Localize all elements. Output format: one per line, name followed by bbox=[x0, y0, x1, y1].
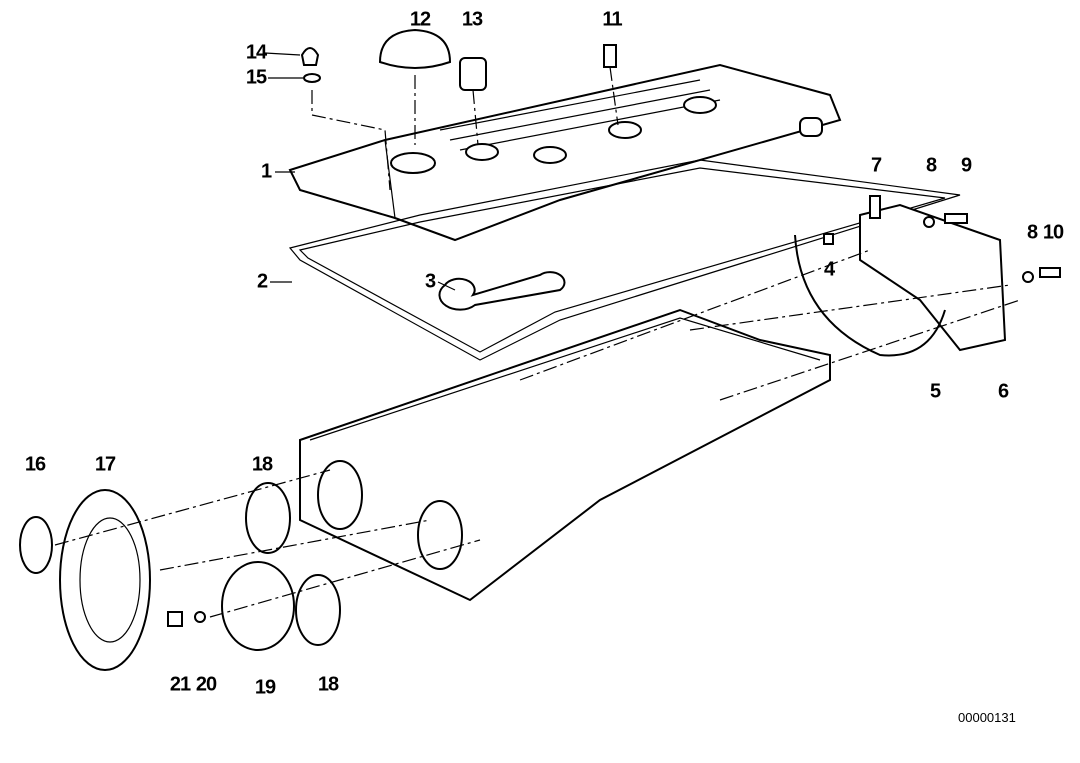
cover-gasket bbox=[288, 159, 961, 361]
label-12: 12 bbox=[409, 8, 431, 31]
cylinder-head bbox=[299, 308, 831, 602]
o-ring bbox=[245, 482, 291, 554]
seal-ring bbox=[303, 73, 321, 83]
label-17: 17 bbox=[94, 453, 116, 476]
label-18-bottom: 18 bbox=[317, 673, 339, 696]
label-3: 3 bbox=[424, 270, 436, 293]
label-6: 6 bbox=[997, 380, 1009, 403]
label-8: 8 bbox=[925, 154, 937, 177]
stud bbox=[869, 195, 881, 219]
cover-cap bbox=[221, 561, 295, 651]
label-8-right: 8 bbox=[1026, 221, 1038, 244]
label-14: 14 bbox=[245, 41, 267, 64]
housing bbox=[59, 489, 151, 671]
washer bbox=[923, 216, 935, 228]
label-9: 9 bbox=[960, 154, 972, 177]
diagram-code: 00000131 bbox=[958, 710, 1016, 725]
label-18-top: 18 bbox=[251, 453, 273, 476]
label-20: 20 bbox=[195, 673, 217, 696]
label-19: 19 bbox=[254, 676, 276, 699]
oil-filler-cap bbox=[378, 28, 452, 69]
label-21: 21 bbox=[169, 673, 191, 696]
label-11: 11 bbox=[602, 8, 622, 31]
label-5: 5 bbox=[929, 380, 941, 403]
end-gasket bbox=[794, 234, 946, 357]
bolt bbox=[1039, 267, 1061, 278]
label-4: 4 bbox=[823, 258, 835, 281]
label-13: 13 bbox=[461, 8, 483, 31]
bolt bbox=[944, 213, 968, 224]
label-7: 7 bbox=[870, 154, 882, 177]
label-1: 1 bbox=[260, 160, 272, 183]
washer bbox=[1022, 271, 1034, 283]
label-10: 10 bbox=[1042, 221, 1064, 244]
label-16: 16 bbox=[24, 453, 46, 476]
label-2: 2 bbox=[256, 270, 268, 293]
screw-plug bbox=[167, 611, 183, 627]
label-15: 15 bbox=[245, 66, 267, 89]
valve-cover bbox=[288, 63, 842, 242]
grommet bbox=[459, 57, 487, 91]
stud bbox=[603, 44, 617, 68]
o-ring bbox=[295, 574, 341, 646]
gasket-ring bbox=[194, 611, 206, 623]
end-cover bbox=[859, 203, 1007, 352]
plug-gasket bbox=[438, 271, 566, 311]
dowel bbox=[823, 233, 834, 245]
cap-nut bbox=[300, 47, 320, 66]
shaft-seal bbox=[19, 516, 53, 574]
